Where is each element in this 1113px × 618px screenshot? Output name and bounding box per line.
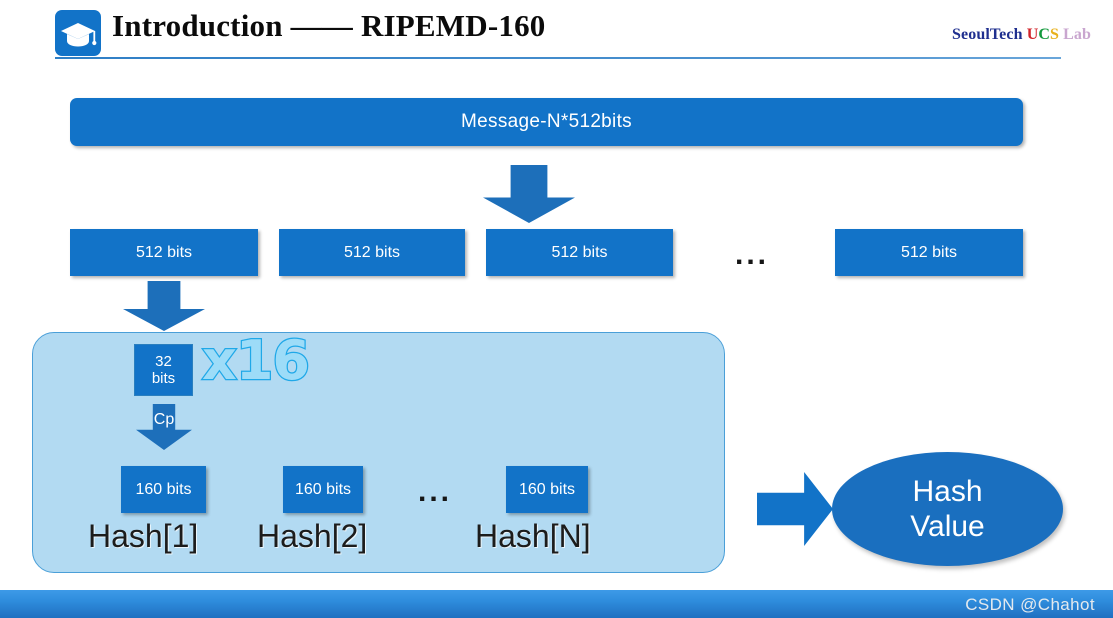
- word-block: 32 bits: [134, 344, 193, 396]
- logo-letter-c: C: [1038, 26, 1051, 43]
- watermark: CSDN @Chahot: [965, 595, 1095, 614]
- header-divider: [55, 57, 1061, 59]
- page-title: Introduction —— RIPEMD-160: [112, 8, 546, 43]
- hash-block: 160 bits: [283, 466, 363, 513]
- right-arrow-icon: [757, 472, 833, 546]
- logo-letter-s: S: [1050, 26, 1060, 43]
- ellipsis-icon: ...: [735, 238, 770, 271]
- down-arrow-icon: [123, 281, 205, 331]
- slide-header: Introduction —— RIPEMD-160 SeoulTech UCS…: [0, 0, 1113, 62]
- hash-block: 160 bits: [121, 466, 206, 513]
- compress-label: Cp: [153, 411, 175, 428]
- repeat-count-label: x16: [201, 329, 311, 392]
- graduation-cap-icon: [55, 10, 101, 56]
- message-bar: Message-N*512bits: [70, 98, 1023, 146]
- hash-value-line1: Hash: [912, 474, 983, 508]
- logo-seoultech: SeoulTech: [952, 26, 1023, 43]
- hash-label: Hash[N]: [475, 518, 591, 554]
- lab-logo: SeoulTech UCS Lab: [952, 26, 1091, 44]
- chunk-block: 512 bits: [486, 229, 673, 276]
- chunk-block: 512 bits: [279, 229, 465, 276]
- word-block-line2: bits: [151, 370, 176, 387]
- hash-value-ellipse: Hash Value: [832, 452, 1063, 566]
- compress-arrow: Cp: [136, 404, 192, 450]
- hash-block: 160 bits: [506, 466, 588, 513]
- logo-letter-u: U: [1026, 26, 1039, 43]
- word-block-line1: 32: [155, 352, 172, 370]
- hash-label: Hash[1]: [88, 518, 199, 554]
- ellipsis-icon: ...: [418, 475, 453, 508]
- chunk-block: 512 bits: [70, 229, 258, 276]
- footer-bar: [0, 590, 1113, 618]
- down-arrow-icon: [483, 165, 575, 223]
- logo-lab: Lab: [1059, 26, 1091, 43]
- hash-label: Hash[2]: [257, 518, 368, 554]
- chunk-block: 512 bits: [835, 229, 1023, 276]
- hash-value-line2: Value: [910, 510, 985, 543]
